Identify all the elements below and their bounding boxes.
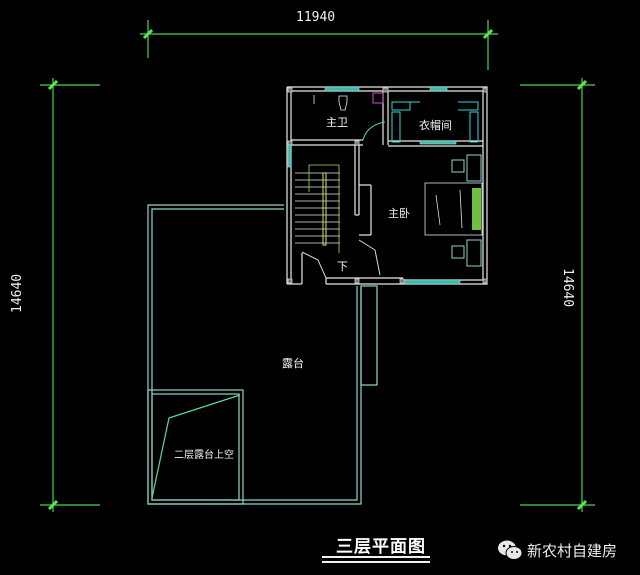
stair-down-label: 下 xyxy=(337,260,348,273)
closet-racks xyxy=(391,101,479,143)
dimension-height-left-label: 14640 xyxy=(10,273,25,313)
dimension-height-right-label: 14640 xyxy=(560,268,575,308)
dimension-lines xyxy=(40,20,595,512)
dimension-ticks xyxy=(47,28,588,511)
title-underline xyxy=(322,556,430,563)
drawing-title: 三层平面图 xyxy=(336,537,426,557)
room-label-terrace: 露台 xyxy=(282,357,304,370)
windows xyxy=(287,86,461,285)
dimension-width-label: 11940 xyxy=(296,10,336,25)
room-label-void: 二层露台上空 xyxy=(174,450,234,461)
terrace-outline xyxy=(147,204,378,505)
room-label-master-bath: 主卫 xyxy=(326,116,348,129)
staircase xyxy=(295,172,340,244)
door-swings xyxy=(301,239,381,279)
void-slope-line xyxy=(151,394,241,499)
bath-fixtures xyxy=(313,95,348,111)
bed xyxy=(424,182,483,236)
room-label-walk-in-closet: 衣帽间 xyxy=(419,119,452,132)
watermark-text: 新农村自建房 xyxy=(527,542,618,560)
stair-arrow-line xyxy=(308,164,340,253)
building-walls xyxy=(286,86,488,285)
bath-cabinet xyxy=(372,92,384,104)
stair-handrail xyxy=(322,172,327,246)
room-label-master-bedroom: 主卧 xyxy=(388,207,410,220)
wechat-icon xyxy=(497,539,523,565)
nightstands xyxy=(451,154,482,267)
bed-headboard xyxy=(472,188,481,230)
bath-door-arc xyxy=(362,121,386,141)
